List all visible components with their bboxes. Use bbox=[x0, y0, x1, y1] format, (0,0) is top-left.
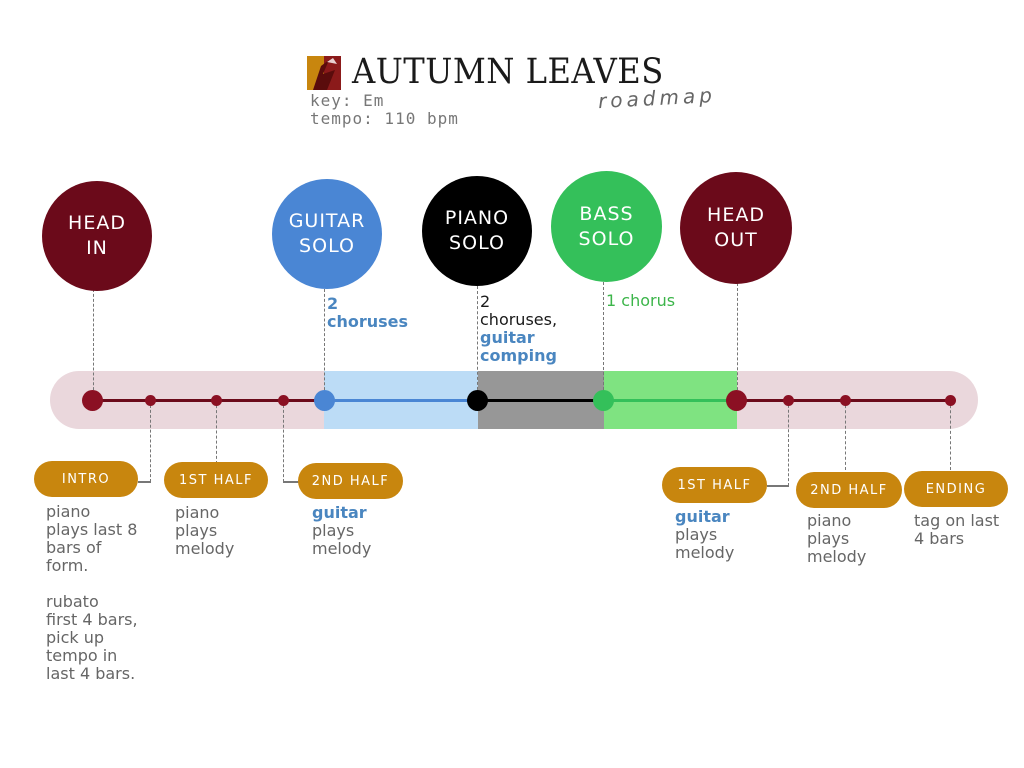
part-ending-note-line: tag on last bbox=[914, 511, 1000, 530]
connector-first-half-in bbox=[216, 400, 217, 464]
section-bass-solo-line2: SOLO bbox=[578, 227, 635, 250]
connector-head-in bbox=[93, 289, 94, 400]
part-second-half-in-label: 2ND HALF bbox=[298, 463, 403, 499]
section-head-in: HEAD IN bbox=[42, 181, 152, 291]
section-head-out-line2: OUT bbox=[714, 229, 758, 251]
part-intro-note-line: bars of bbox=[46, 538, 102, 557]
part-intro-note-line: plays last 8 bbox=[46, 520, 138, 539]
logo-icon bbox=[307, 56, 341, 90]
part-intro-note-line: pick up bbox=[46, 628, 105, 647]
timeline-dot-head-out bbox=[726, 390, 747, 411]
section-head-out: HEAD OUT bbox=[680, 172, 792, 284]
section-guitar-solo-line1: GUITAR bbox=[288, 210, 366, 232]
part-first-half-out-note-line: melody bbox=[675, 543, 735, 562]
part-second-half-in-note-line: melody bbox=[312, 539, 372, 558]
part-first-half-in-note-line: plays bbox=[175, 521, 218, 540]
piano-solo-note-line3: guitar bbox=[480, 328, 535, 347]
part-second-half-out-note: piano plays melody bbox=[807, 512, 866, 566]
section-bass-solo-line1: BASS bbox=[579, 202, 634, 225]
part-ending-note: tag on last 4 bars bbox=[914, 512, 999, 548]
timeline-dot-guitar-solo bbox=[314, 390, 335, 411]
connector-second-half-out bbox=[845, 400, 846, 470]
part-second-half-in-note: guitar plays melody bbox=[312, 504, 371, 558]
section-head-out-line1: HEAD bbox=[707, 204, 765, 226]
tempo-label: tempo: 110 bpm bbox=[310, 109, 459, 128]
part-first-half-out-label: 1ST HALF bbox=[662, 467, 767, 503]
connector-bass-solo bbox=[603, 282, 604, 400]
piano-solo-note-line1: 2 bbox=[480, 292, 491, 311]
page-title: AUTUMN LEAVES bbox=[352, 52, 664, 92]
piano-solo-note-line4: comping bbox=[480, 346, 557, 365]
part-intro-note-line: form. bbox=[46, 556, 89, 575]
key-label: key: Em bbox=[310, 91, 385, 110]
part-intro-note-line: piano bbox=[46, 502, 91, 521]
timeline-dot-intro bbox=[145, 395, 156, 406]
timeline-dot-first-half-in bbox=[211, 395, 222, 406]
piano-solo-note-line2: choruses, bbox=[480, 310, 558, 329]
guitar-solo-note-line1: 2 bbox=[327, 294, 339, 313]
part-intro-note-line: first 4 bars, bbox=[46, 610, 138, 629]
part-ending-label: ENDING bbox=[904, 471, 1008, 507]
timeline-dot-piano-solo bbox=[467, 390, 488, 411]
section-piano-solo-line2: SOLO bbox=[449, 232, 505, 254]
connector-head-out bbox=[737, 283, 738, 400]
part-second-half-out-label: 2ND HALF bbox=[796, 472, 902, 508]
piano-solo-note: 2 choruses, guitar comping bbox=[480, 293, 557, 365]
part-first-half-out-note-line: guitar bbox=[675, 507, 730, 526]
part-first-half-in-label: 1ST HALF bbox=[164, 462, 268, 498]
part-second-half-out-note-line: plays bbox=[807, 529, 850, 548]
timeline-dot-first-half-out bbox=[783, 395, 794, 406]
part-intro-note-line: tempo in bbox=[46, 646, 118, 665]
part-intro-note-line: rubato bbox=[46, 592, 99, 611]
section-guitar-solo: GUITAR SOLO bbox=[272, 179, 382, 289]
timeline-line-head-in bbox=[92, 399, 324, 402]
part-second-half-out-note-line: piano bbox=[807, 511, 852, 530]
part-first-half-out-note-line: plays bbox=[675, 525, 718, 544]
section-guitar-solo-line2: SOLO bbox=[299, 235, 355, 257]
connector-first-half-out bbox=[788, 400, 789, 486]
connector-first-half-out-stub bbox=[767, 485, 789, 487]
timeline-dot-bass-solo bbox=[593, 390, 614, 411]
timeline-dot-head-in bbox=[82, 390, 103, 411]
connector-second-half-in bbox=[283, 400, 284, 482]
part-first-half-out-note: guitar plays melody bbox=[675, 508, 734, 562]
part-intro-note-line: last 4 bars. bbox=[46, 664, 136, 683]
section-bass-solo: BASS SOLO bbox=[551, 171, 662, 282]
connector-second-half-in-stub bbox=[283, 481, 299, 483]
part-second-half-out-note-line: melody bbox=[807, 547, 867, 566]
section-piano-solo: PIANO SOLO bbox=[422, 176, 532, 286]
timeline-dot-second-half-in bbox=[278, 395, 289, 406]
timeline-line-bass bbox=[604, 399, 737, 402]
part-second-half-in-note-line: guitar bbox=[312, 503, 367, 522]
connector-piano-solo bbox=[477, 286, 478, 400]
connector-ending bbox=[950, 400, 951, 470]
part-intro-note: piano plays last 8 bars of form. rubato … bbox=[46, 503, 138, 683]
part-first-half-in-note-line: piano bbox=[175, 503, 220, 522]
part-first-half-in-note: piano plays melody bbox=[175, 504, 234, 558]
connector-intro-stub bbox=[138, 481, 151, 483]
section-head-in-line1: HEAD bbox=[68, 212, 126, 234]
timeline-dot-second-half-out bbox=[840, 395, 851, 406]
connector-guitar-solo bbox=[324, 289, 325, 400]
part-ending-note-line: 4 bars bbox=[914, 529, 965, 548]
part-first-half-in-note-line: melody bbox=[175, 539, 235, 558]
part-intro-label: INTRO bbox=[34, 461, 138, 497]
section-piano-solo-line1: PIANO bbox=[444, 207, 510, 229]
bass-solo-note-line1: 1 chorus bbox=[606, 291, 676, 310]
timeline-dot-ending bbox=[945, 395, 956, 406]
part-intro-note-line bbox=[46, 575, 138, 593]
page-subtitle: roadmap bbox=[597, 82, 717, 114]
connector-intro bbox=[150, 400, 151, 482]
bass-solo-note: 1 chorus bbox=[606, 292, 675, 310]
guitar-solo-note: 2 choruses bbox=[327, 295, 408, 331]
guitar-solo-note-line2: choruses bbox=[327, 312, 409, 331]
timeline-line-piano bbox=[478, 399, 604, 402]
timeline-line-guitar bbox=[324, 399, 478, 402]
section-head-in-line2: IN bbox=[86, 237, 108, 259]
part-second-half-in-note-line: plays bbox=[312, 521, 355, 540]
